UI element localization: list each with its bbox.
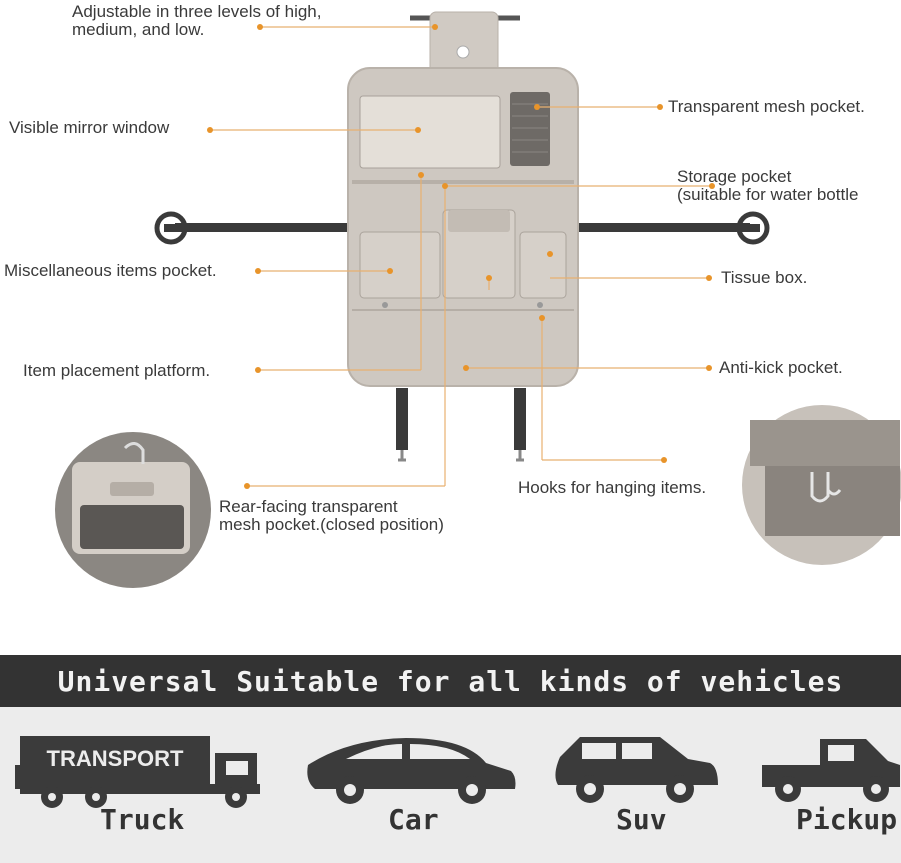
vehicle-name-suv: Suv xyxy=(616,803,667,836)
vehicle-name-truck: Truck xyxy=(100,803,185,836)
label-rear-mesh-line1: Rear-facing transparent xyxy=(219,497,398,516)
rear-mesh-detail-photo xyxy=(55,432,211,588)
label-adjustable-line2: medium, and low. xyxy=(72,20,205,39)
car-icon xyxy=(307,738,516,804)
label-hooks: Hooks for hanging items. xyxy=(518,478,707,497)
suv-icon xyxy=(555,737,718,803)
label-rear-mesh-line2: mesh pocket.(closed position) xyxy=(219,515,444,534)
label-anti-kick: Anti-kick pocket. xyxy=(719,358,843,377)
label-storage-line1: Storage pocket xyxy=(677,167,792,186)
product-diagram: Adjustable in three levels of high, medi… xyxy=(4,3,901,588)
truck-sign-text: TRANSPORT xyxy=(47,746,184,771)
leader-lines xyxy=(210,26,712,487)
headrest-hanger xyxy=(410,11,520,75)
label-adjustable: Adjustable in three levels of high, medi… xyxy=(72,3,322,39)
vehicle-name-pickup: Pickup xyxy=(796,803,898,836)
label-rear-mesh: Rear-facing transparent mesh pocket.(clo… xyxy=(219,498,444,534)
label-storage-line2: (suitable for water bottle xyxy=(677,185,859,204)
bottom-hooks xyxy=(396,388,526,462)
banner-text: Universal Suitable for all kinds of vehi… xyxy=(57,665,844,698)
label-adjustable-line1: Adjustable in three levels of high, xyxy=(72,2,322,21)
vehicle-name-car: Car xyxy=(388,803,439,836)
vehicle-icons: TRANSPORT xyxy=(15,736,900,808)
callout-dots xyxy=(207,24,715,489)
organizer-body xyxy=(347,67,579,387)
vehicle-types: TRANSPORT Truck Car Suv Pickup xyxy=(0,707,901,863)
organizer-illustration xyxy=(55,11,901,588)
truck-icon xyxy=(15,736,260,808)
label-mesh-pocket: Transparent mesh pocket. xyxy=(668,97,865,116)
pickup-icon xyxy=(762,739,900,802)
label-platform: Item placement platform. xyxy=(23,361,211,380)
side-straps xyxy=(154,211,770,245)
label-tissue-box: Tissue box. xyxy=(721,268,808,287)
compatibility-banner: Universal Suitable for all kinds of vehi… xyxy=(0,655,901,707)
label-misc-pocket: Miscellaneous items pocket. xyxy=(4,261,217,280)
label-mirror-window: Visible mirror window xyxy=(9,118,170,137)
label-storage-pocket: Storage pocket (suitable for water bottl… xyxy=(677,168,858,204)
hook-detail-photo xyxy=(742,405,901,565)
